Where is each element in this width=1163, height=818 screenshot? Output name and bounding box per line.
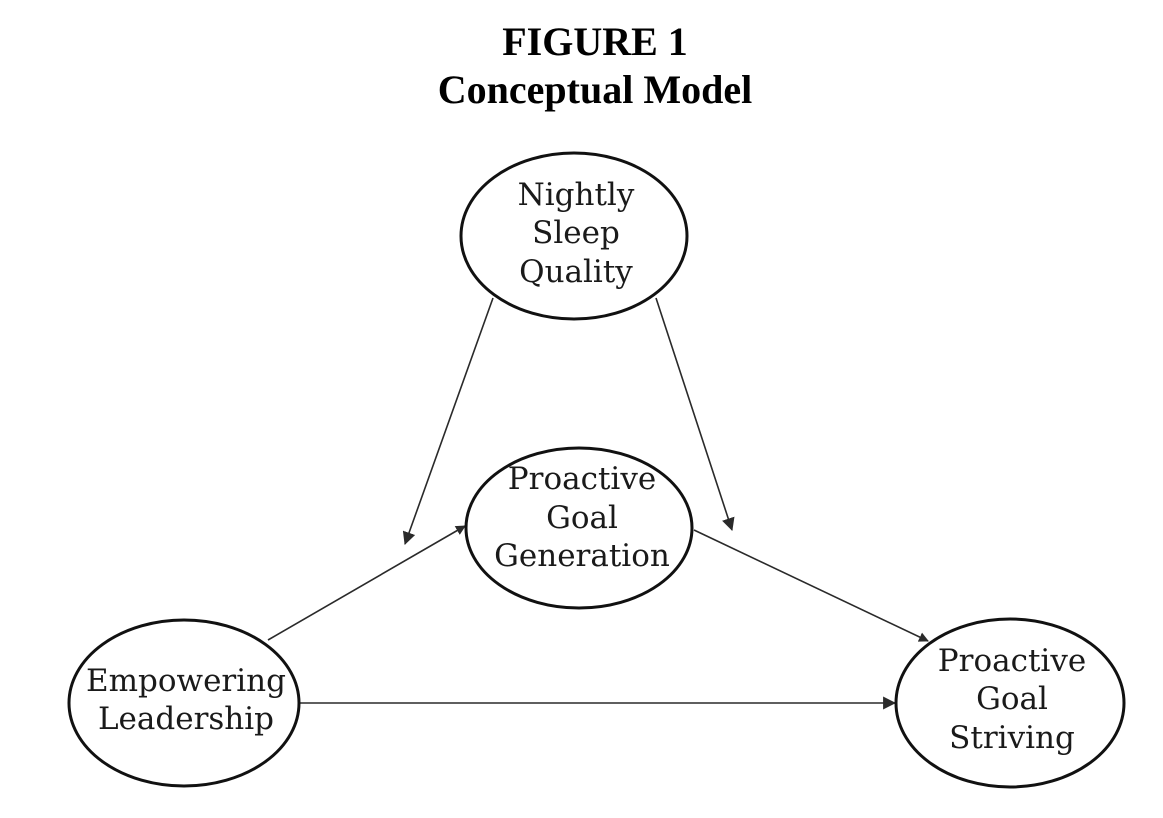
node-goal-generation: Proactive Goal Generation — [464, 446, 694, 610]
edge-sleep-moderates-first-path — [402, 297, 494, 546]
node-goal-striving: Proactive Goal Striving — [894, 617, 1126, 789]
figure-title: Conceptual Model — [437, 67, 753, 112]
node-label-line: Nightly — [518, 177, 635, 213]
node-empowering-leadership: Empowering Leadership — [67, 618, 301, 788]
node-label-line: Leadership — [98, 701, 274, 737]
node-label-line: Striving — [949, 720, 1075, 756]
figure-heading: FIGURE 1 Conceptual Model — [0, 18, 1163, 114]
edges — [267, 297, 929, 710]
node-label-line: Goal — [976, 681, 1048, 717]
figure-number: FIGURE 1 — [502, 19, 688, 64]
node-label-line: Generation — [494, 538, 670, 574]
node-label-line: Proactive — [508, 461, 656, 497]
edge-leadership-to-generation — [267, 525, 466, 641]
node-label-line: Proactive — [938, 643, 1086, 679]
node-label-line: Quality — [519, 254, 633, 290]
node-ellipse — [894, 617, 1126, 789]
edge-sleep-moderates-second-path — [655, 297, 735, 532]
node-label-line: Empowering — [86, 663, 286, 699]
node-ellipse — [67, 618, 301, 788]
node-label-line: Sleep — [532, 215, 620, 251]
node-label-line: Goal — [546, 500, 618, 536]
edge-generation-to-striving — [693, 529, 929, 642]
node-ellipse — [464, 446, 694, 610]
node-ellipse — [459, 151, 689, 321]
node-sleep-quality: Nightly Sleep Quality — [459, 151, 689, 321]
